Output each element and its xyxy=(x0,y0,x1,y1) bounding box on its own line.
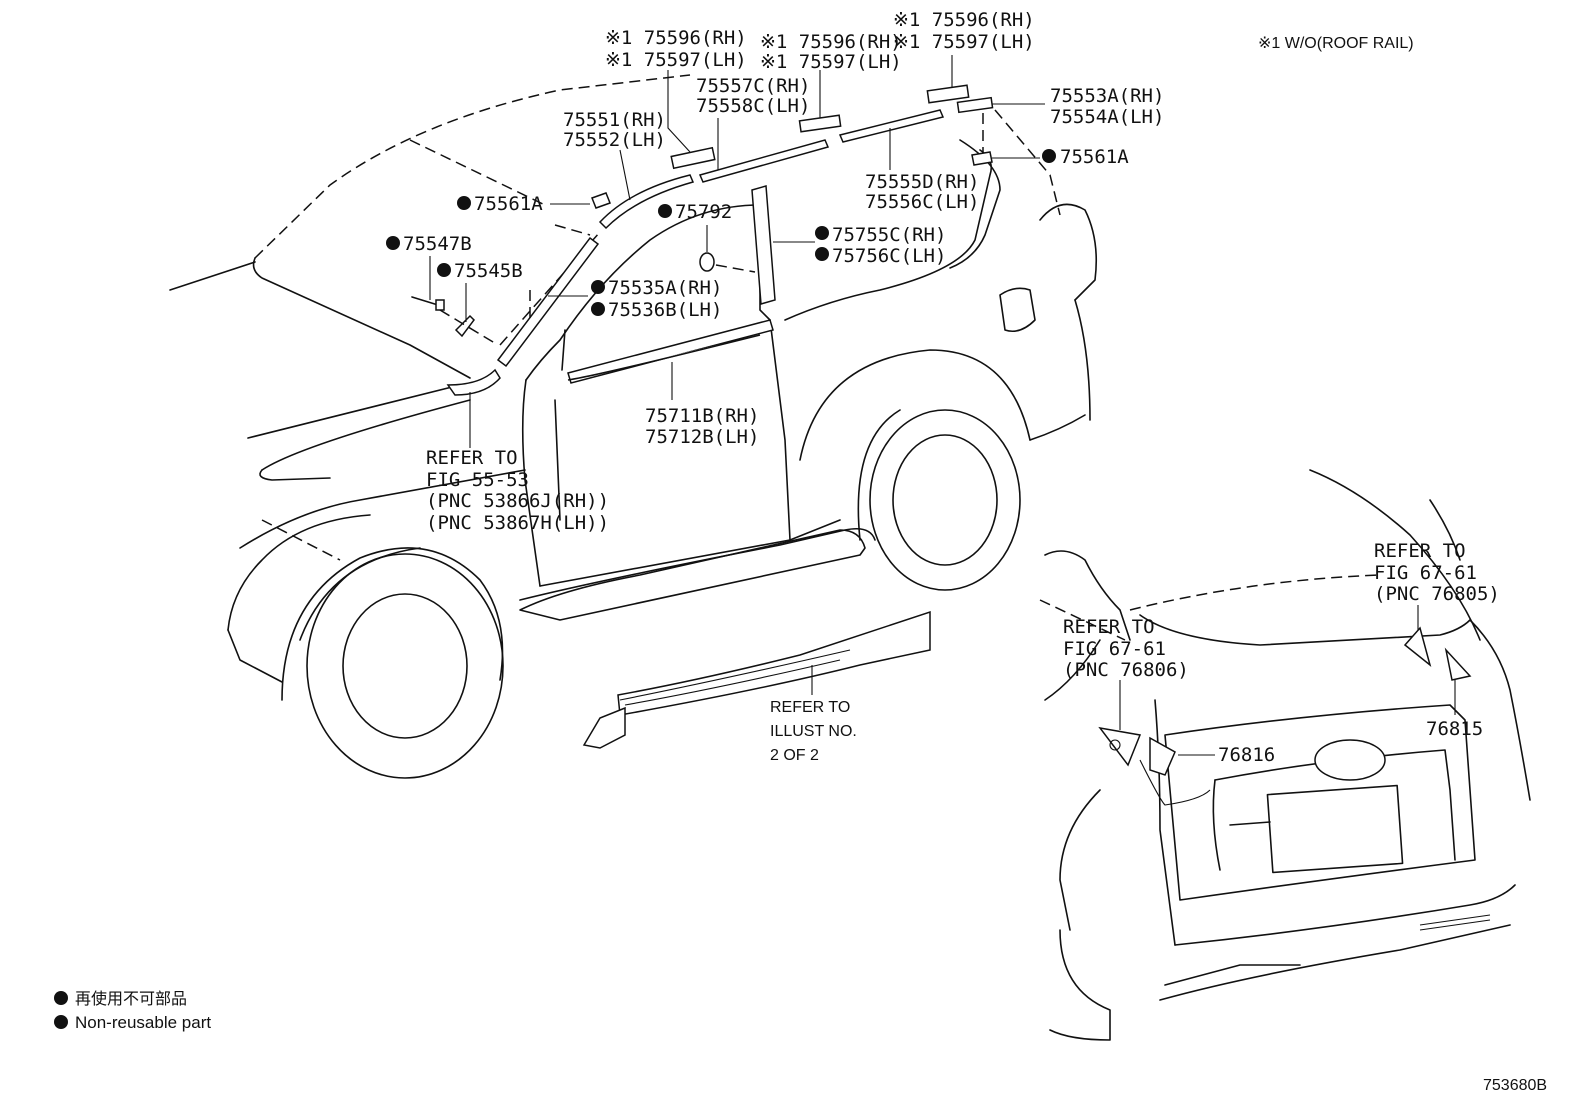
label-75712b-lh: 75712B(LH) xyxy=(645,426,759,448)
label-75597-lh-2: ※1 75597(LH) xyxy=(760,51,902,73)
label-75556c-lh: 75556C(LH) xyxy=(865,191,979,213)
label-75554a-lh: 75554A(LH) xyxy=(1050,106,1164,128)
ref-fig-67-61-a-line1: REFER TO xyxy=(1063,616,1155,638)
ref-fig-67-61-b-line2: FIG 67-61 xyxy=(1374,562,1477,584)
ref-fig-67-61-a-line3: (PNC 76806) xyxy=(1063,659,1189,681)
leader-lines-rear xyxy=(1119,605,1456,756)
label-75561a-right: 75561A xyxy=(1060,146,1129,168)
legend-line-japanese: 再使用不可部品 xyxy=(75,989,187,1008)
label-75597-lh-1: ※1 75597(LH) xyxy=(605,49,747,71)
roof-rail-note: ※1 W/O(ROOF RAIL) xyxy=(1258,35,1414,52)
ref-illust-line1: REFER TO xyxy=(770,699,850,716)
label-75555d-rh: 75555D(RH) xyxy=(865,171,979,193)
label-75536b-lh: 75536B(LH) xyxy=(608,299,722,321)
non-reusable-dot xyxy=(386,236,400,250)
label-75535a-rh: 75535A(RH) xyxy=(608,277,722,299)
label-76816: 76816 xyxy=(1218,744,1275,766)
label-75596-rh-3: ※1 75596(RH) xyxy=(893,9,1035,31)
ref-fig-55-53-line1: REFER TO xyxy=(426,447,518,469)
label-75711b-rh: 75711B(RH) xyxy=(645,405,759,427)
label-76815: 76815 xyxy=(1426,718,1483,740)
ref-fig-55-53-line3: (PNC 53866J(RH)) xyxy=(426,490,609,512)
legend-line-english: Non-reusable part xyxy=(75,1013,211,1032)
label-75551-rh: 75551(RH) xyxy=(563,109,666,131)
label-75558c-lh: 75558C(LH) xyxy=(696,95,810,117)
label-75755c-rh: 75755C(RH) xyxy=(832,224,946,246)
leader-lines-main xyxy=(429,55,1045,695)
ref-fig-55-53-line2: FIG 55-53 xyxy=(426,469,529,491)
label-75597-lh-3: ※1 75597(LH) xyxy=(893,31,1035,53)
non-reusable-dot xyxy=(815,226,829,240)
legend: 再使用不可部品 Non-reusable part xyxy=(54,989,211,1032)
label-75596-rh-1: ※1 75596(RH) xyxy=(605,27,747,49)
ref-fig-67-61-a-line2: FIG 67-61 xyxy=(1063,638,1166,660)
part-labels: ※1 75596(RH) ※1 75597(LH) ※1 75596(RH) ※… xyxy=(386,9,1500,766)
label-75545b: 75545B xyxy=(454,260,523,282)
ref-illust-line3: 2 OF 2 xyxy=(770,747,819,764)
non-reusable-dot xyxy=(815,247,829,261)
non-reusable-dot xyxy=(591,302,605,316)
ref-fig-67-61-b-line3: (PNC 76805) xyxy=(1374,583,1500,605)
non-reusable-dot xyxy=(1042,149,1056,163)
label-75552-lh: 75552(LH) xyxy=(563,129,666,151)
label-75561a-left: 75561A xyxy=(474,193,543,215)
label-75596-rh-2: ※1 75596(RH) xyxy=(760,31,902,53)
non-reusable-dot xyxy=(658,204,672,218)
legend-dot-icon xyxy=(54,1015,68,1029)
label-75547b: 75547B xyxy=(403,233,472,255)
label-75553a-rh: 75553A(RH) xyxy=(1050,85,1164,107)
rear-vehicle-outline xyxy=(1039,469,1531,1041)
non-reusable-dot xyxy=(437,263,451,277)
label-75756c-lh: 75756C(LH) xyxy=(832,245,946,267)
label-75792: 75792 xyxy=(675,201,732,223)
roof-moulding-parts xyxy=(411,84,994,749)
label-75557c-rh: 75557C(RH) xyxy=(696,75,810,97)
ref-illust-line2: ILLUST NO. xyxy=(770,723,857,740)
non-reusable-dot xyxy=(457,196,471,210)
ref-fig-55-53-line4: (PNC 53867H(LH)) xyxy=(426,512,609,534)
ref-fig-67-61-b-line1: REFER TO xyxy=(1374,540,1466,562)
figure-code: 753680B xyxy=(1483,1077,1547,1094)
non-reusable-dot xyxy=(591,280,605,294)
legend-dot-icon xyxy=(54,991,68,1005)
